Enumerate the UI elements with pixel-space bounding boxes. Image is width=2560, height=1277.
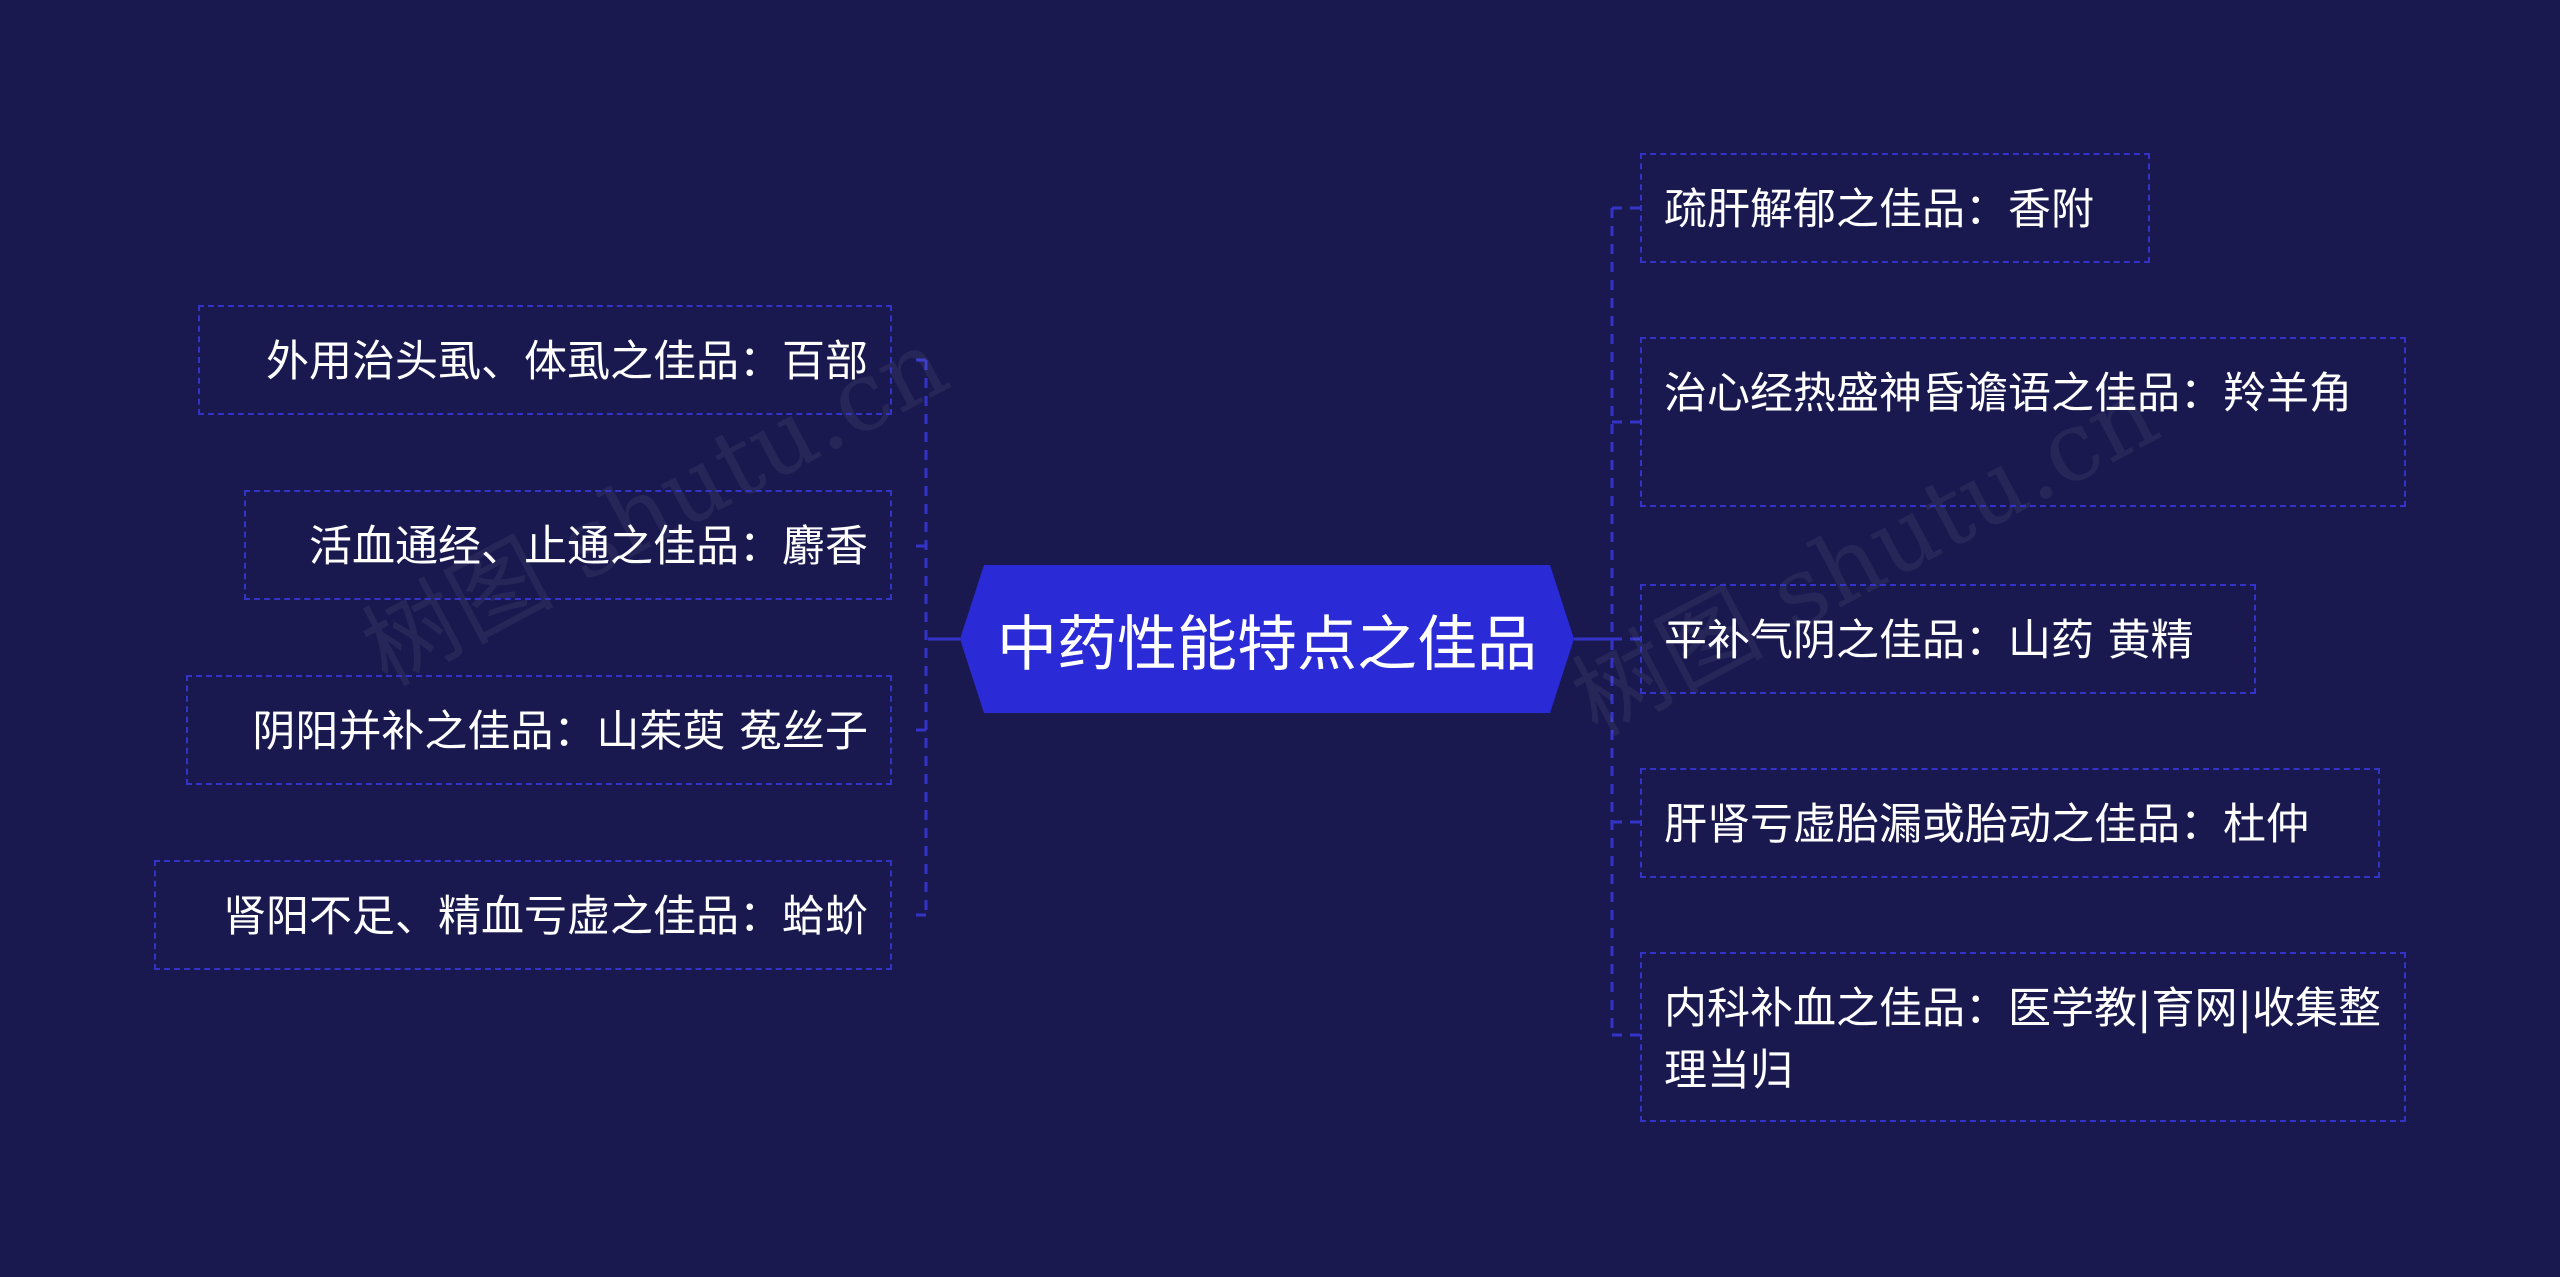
topic-label: 疏肝解郁之佳品：香附 (1664, 185, 2094, 235)
topic-label: 肝肾亏虚胎漏或胎动之佳品：杜仲 (1664, 800, 2309, 850)
topic-label: 阴阳并补之佳品：山茱萸 菟丝子 (252, 707, 868, 757)
topic-node-right-1[interactable]: 疏肝解郁之佳品：香附 (1640, 153, 2150, 263)
topic-node-left-4[interactable]: 肾阳不足、精血亏虚之佳品：蛤蚧 (154, 860, 892, 970)
topic-label: 肾阳不足、精血亏虚之佳品：蛤蚧 (223, 892, 868, 942)
topic-node-right-4[interactable]: 肝肾亏虚胎漏或胎动之佳品：杜仲 (1640, 768, 2380, 878)
topic-node-left-3[interactable]: 阴阳并补之佳品：山茱萸 菟丝子 (186, 675, 892, 785)
topic-node-right-3[interactable]: 平补气阴之佳品：山药 黄精 (1640, 584, 2256, 694)
root-topic-label: 中药性能特点之佳品 (997, 609, 1537, 680)
topic-node-right-5[interactable]: 内科补血之佳品：医学教|育网|收集整理当归 (1640, 952, 2406, 1122)
topic-node-left-2[interactable]: 活血通经、止通之佳品：麝香 (244, 490, 892, 600)
root-topic[interactable]: 中药性能特点之佳品 (960, 565, 1574, 713)
topic-node-right-2[interactable]: 治心经热盛神昏谵语之佳品：羚羊角 (1640, 337, 2406, 507)
topic-label: 外用治头虱、体虱之佳品：百部 (266, 337, 868, 387)
topic-label: 平补气阴之佳品：山药 黄精 (1664, 616, 2194, 666)
topic-label: 活血通经、止通之佳品：麝香 (309, 522, 868, 572)
topic-label: 治心经热盛神昏谵语之佳品：羚羊角 (1664, 369, 2352, 419)
topic-label: 内科补血之佳品：医学教|育网|收集整理当归 (1664, 984, 2381, 1096)
topic-node-left-1[interactable]: 外用治头虱、体虱之佳品：百部 (198, 305, 892, 415)
